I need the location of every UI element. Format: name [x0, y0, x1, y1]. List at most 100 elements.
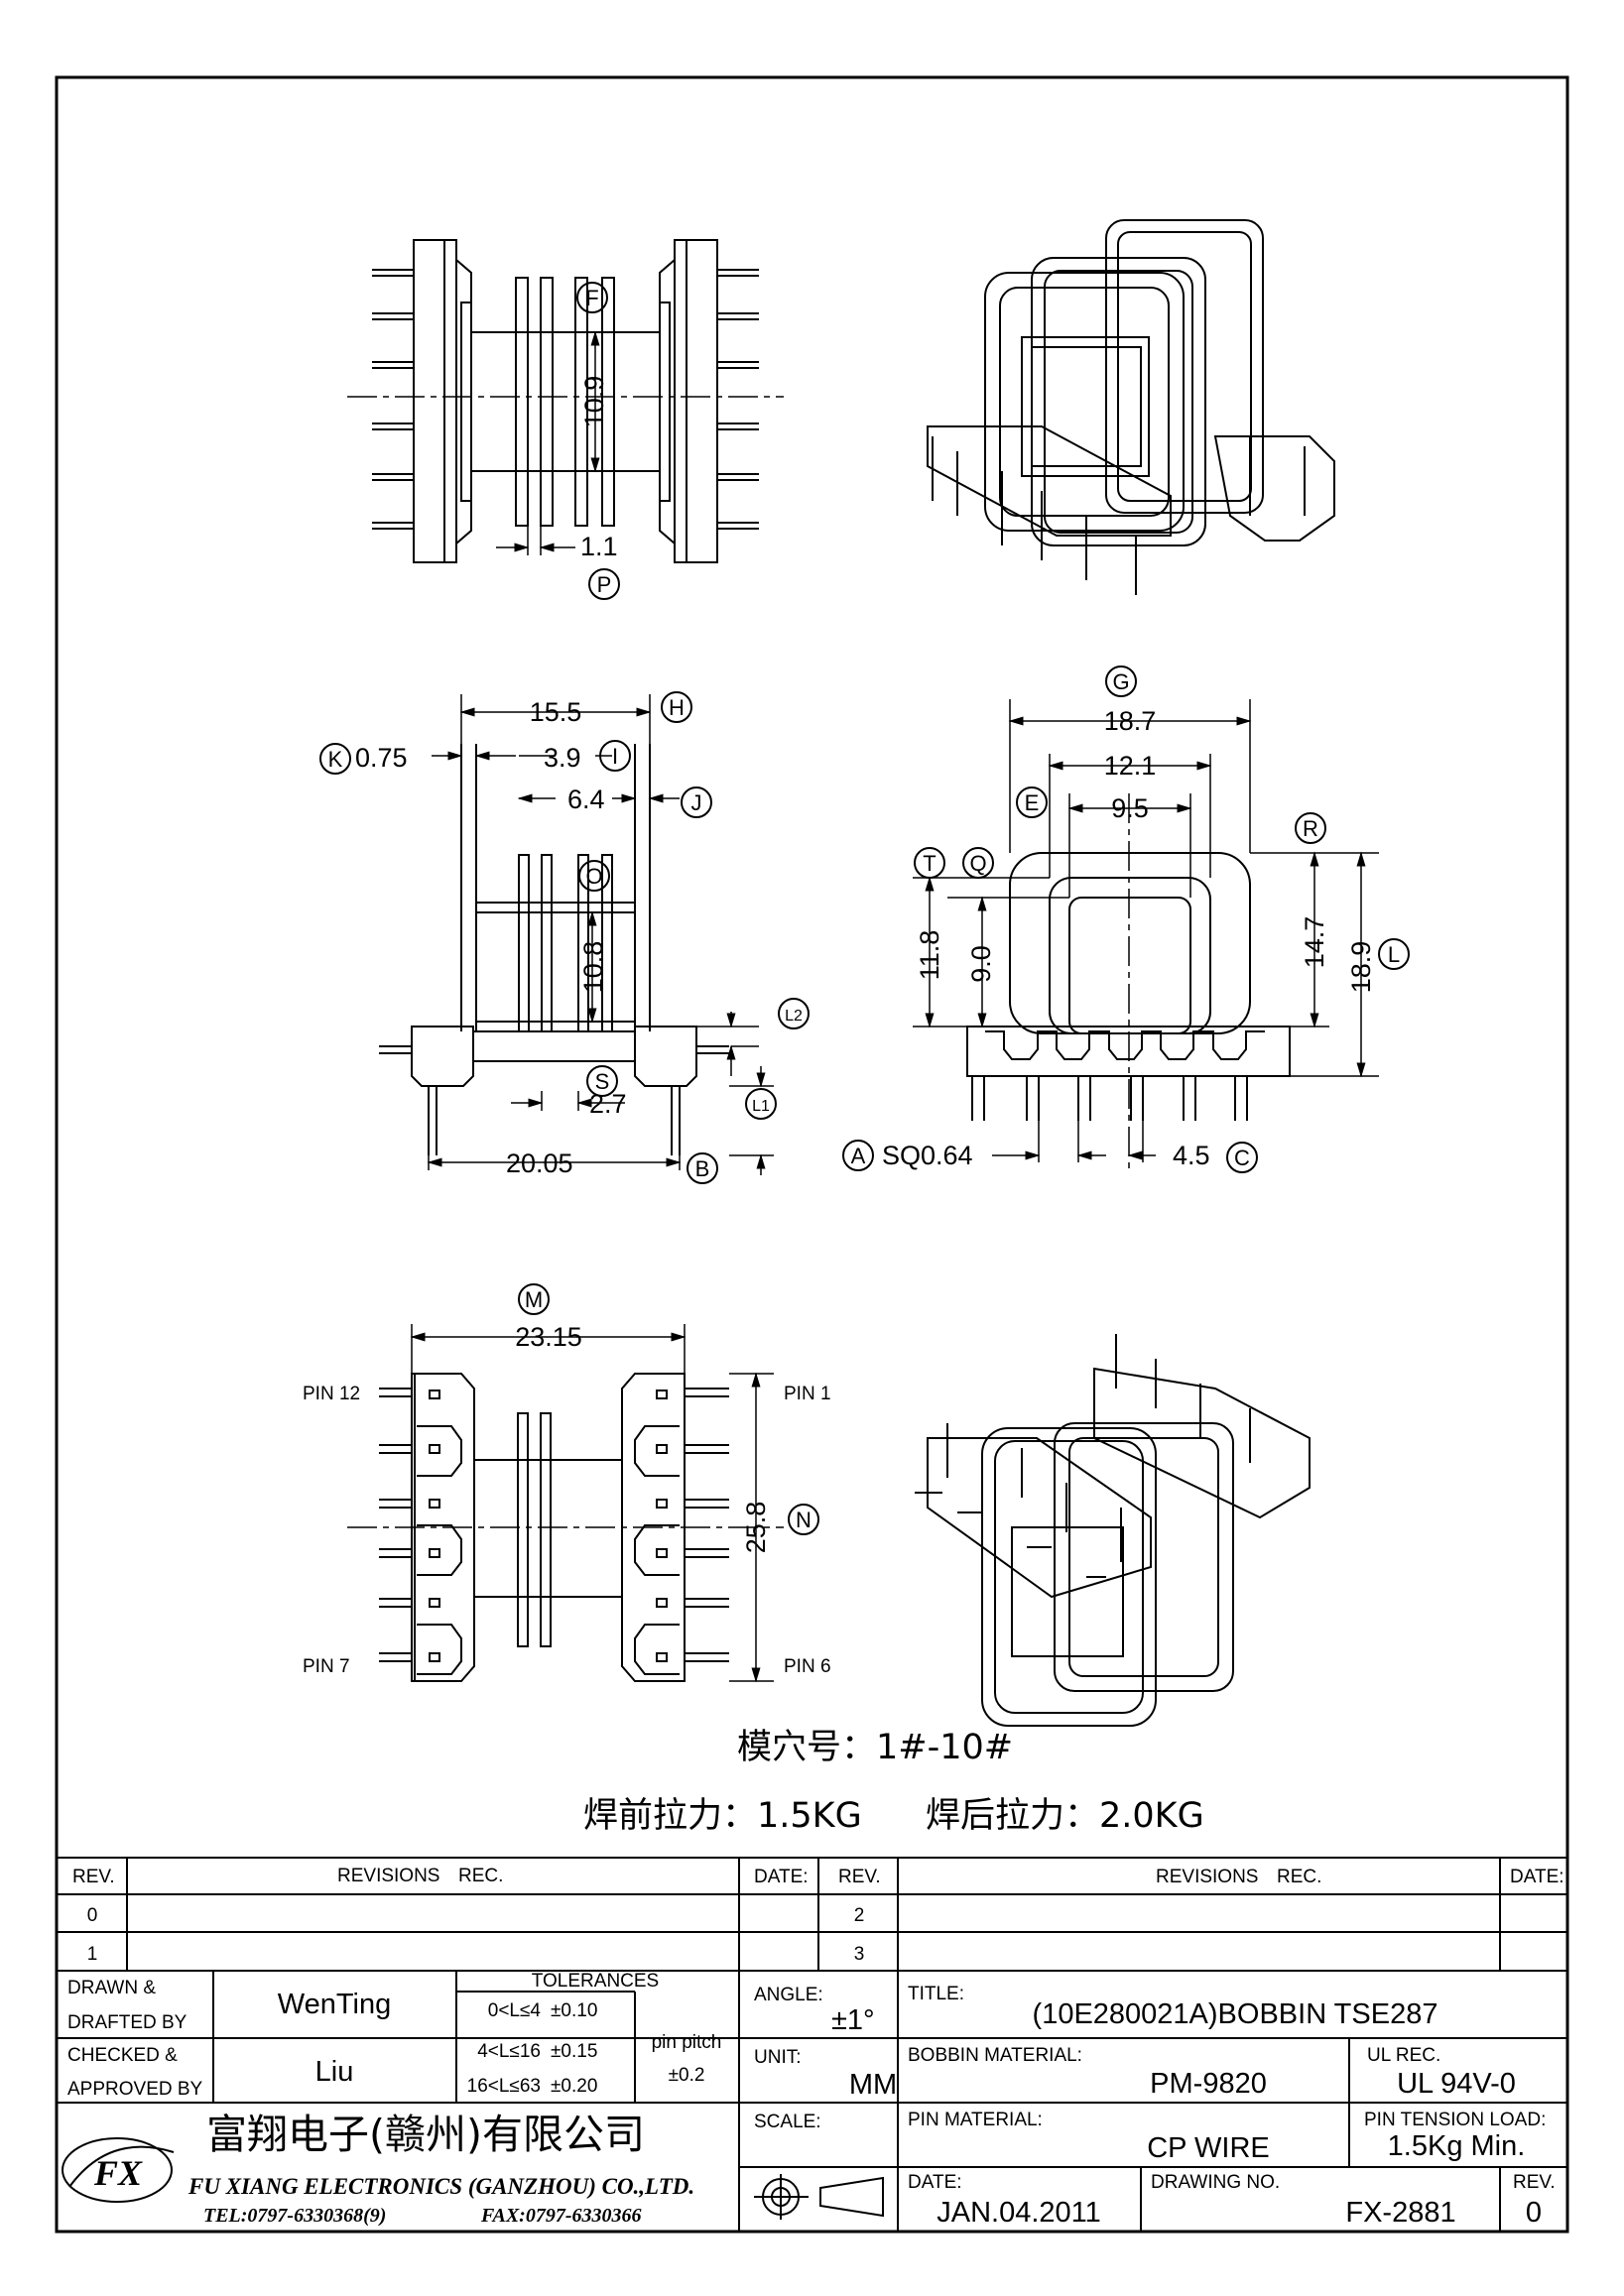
- label-n: N: [796, 1508, 812, 1532]
- side-view: [319, 691, 810, 1184]
- drawing-no-label: DRAWING NO.: [1151, 2172, 1280, 2193]
- label-l: L: [1388, 942, 1400, 967]
- drawn-label-2: DRAFTED BY: [67, 2012, 187, 2033]
- side-dim-15-5: 15.5: [530, 697, 582, 727]
- pin-tension-value: 1.5Kg Min.: [1388, 2130, 1526, 2162]
- title-value: (10E280021A)BOBBIN TSE287: [1033, 1998, 1438, 2030]
- top-dim-1-1: 1.1: [580, 532, 618, 561]
- rev-label: REV.: [1513, 2172, 1556, 2193]
- pin-material-label: PIN MATERIAL:: [908, 2110, 1043, 2130]
- cavity-note: 模穴号：1#-10#: [737, 1728, 1013, 1767]
- front-dim-4-5: 4.5: [1173, 1141, 1210, 1170]
- ul-rec-label: UL REC.: [1367, 2045, 1440, 2066]
- pin-tension-label: PIN TENSION LOAD:: [1364, 2110, 1546, 2130]
- front-dim-18-7: 18.7: [1104, 706, 1157, 736]
- drawing-no-value: FX-2881: [1345, 2197, 1455, 2229]
- bobbin-material-value: PM-9820: [1150, 2068, 1267, 2100]
- side-dim-10-8: 10.8: [578, 941, 608, 994]
- label-f: F: [585, 286, 598, 310]
- date-value: JAN.04.2011: [937, 2197, 1101, 2229]
- pin-12-label: PIN 12: [303, 1384, 360, 1404]
- rev-value: 0: [1526, 2197, 1542, 2229]
- label-b: B: [695, 1156, 710, 1181]
- title-block-grid: [57, 1857, 1567, 2232]
- label-a: A: [851, 1144, 866, 1168]
- ul-rec-value: UL 94V-0: [1397, 2068, 1516, 2100]
- drawn-by-value: WenTing: [278, 1989, 391, 2020]
- logo-fx: FX: [93, 2153, 143, 2193]
- revisions-header-right: REVISIONS: [1156, 1867, 1258, 1887]
- label-q: Q: [969, 851, 986, 876]
- label-k: K: [328, 747, 343, 772]
- rec-header-right: REC.: [1277, 1867, 1321, 1887]
- iso-view-bottom: [915, 1334, 1311, 1727]
- rev-row-3: 3: [854, 1944, 865, 1965]
- pin-1-label: PIN 1: [784, 1384, 831, 1404]
- rev-row-1: 1: [87, 1944, 98, 1965]
- bobbin-material-label: BOBBIN MATERIAL:: [908, 2045, 1082, 2066]
- label-t: T: [923, 851, 936, 876]
- tol-range-1: 0<L≤4: [488, 2000, 542, 2021]
- label-l1: L1: [752, 1098, 770, 1115]
- unit-label: UNIT:: [754, 2047, 802, 2068]
- rev-header-right: REV.: [838, 1867, 881, 1887]
- front-dim-9-0: 9.0: [966, 945, 996, 983]
- tol-range-3: 16<L≤63: [467, 2076, 541, 2097]
- top-view: [347, 239, 784, 600]
- tension-before-note: 焊前拉力：1.5KG: [583, 1796, 862, 1836]
- front-dim-9-5: 9.5: [1111, 793, 1149, 823]
- tol-range-2: 4<L≤16: [477, 2041, 541, 2062]
- company-en: FU XIANG ELECTRONICS (GANZHOU) CO.,LTD.: [187, 2174, 694, 2199]
- checked-by-value: Liu: [315, 2056, 354, 2088]
- tol-value-3: ±0.20: [551, 2076, 597, 2097]
- label-g: G: [1112, 669, 1129, 694]
- checked-label-1: CHECKED &: [67, 2045, 178, 2066]
- side-dim-20-05: 20.05: [506, 1148, 573, 1178]
- scale-label: SCALE:: [754, 2112, 821, 2132]
- date-header-right: DATE:: [1510, 1867, 1564, 1887]
- bottom-view: [347, 1283, 819, 1683]
- revisions-header-left: REVISIONS: [337, 1866, 439, 1886]
- side-dim-2-7: 2.7: [589, 1089, 627, 1119]
- angle-value: ±1°: [831, 2004, 875, 2036]
- front-dim-18-9: 18.9: [1346, 941, 1376, 994]
- tol-value-1: ±0.10: [551, 2000, 597, 2021]
- label-h: H: [669, 695, 685, 720]
- title-label: TITLE:: [908, 1984, 964, 2004]
- label-r: R: [1303, 816, 1318, 841]
- bottom-dim-25-8: 25.8: [741, 1502, 771, 1554]
- pin-7-label: PIN 7: [303, 1656, 350, 1677]
- front-dim-11-8: 11.8: [915, 930, 944, 981]
- label-s: S: [595, 1069, 610, 1094]
- company-tel: TEL:0797-6330368(9): [203, 2205, 386, 2227]
- iso-view-top: [927, 219, 1335, 595]
- label-m: M: [525, 1287, 543, 1312]
- bottom-dim-23-15: 23.15: [515, 1322, 582, 1352]
- company-cn: 富翔电子(赣州)有限公司: [206, 2111, 645, 2158]
- rev-row-0: 0: [87, 1905, 98, 1926]
- label-e: E: [1025, 790, 1040, 815]
- label-c: C: [1234, 1146, 1250, 1170]
- side-dim-3-9: 3.9: [544, 743, 581, 773]
- pin-pitch-value: ±0.2: [669, 2065, 705, 2086]
- side-dim-0-75: 0.75: [355, 743, 408, 773]
- company-fax: FAX:0797-6330366: [480, 2205, 642, 2227]
- top-dim-10-9: 10.9: [579, 376, 609, 428]
- label-j: J: [691, 790, 702, 815]
- front-dim-14-7: 14.7: [1300, 916, 1329, 969]
- unit-value: MM: [849, 2069, 897, 2101]
- checked-label-2: APPROVED BY: [67, 2079, 203, 2100]
- drawn-label-1: DRAWN &: [67, 1978, 156, 1998]
- pin-pitch-label: pin pitch: [652, 2032, 722, 2053]
- tolerances-label: TOLERANCES: [532, 1971, 659, 1992]
- tension-after-note: 焊后拉力：2.0KG: [926, 1796, 1204, 1836]
- front-dim-sq0-64: SQ0.64: [882, 1141, 973, 1170]
- label-o: O: [585, 864, 602, 889]
- side-dim-6-4: 6.4: [567, 785, 605, 814]
- rev-header-left: REV.: [72, 1867, 115, 1887]
- drawing-border: [55, 75, 1569, 2234]
- rev-row-2: 2: [854, 1905, 865, 1926]
- label-i: I: [612, 744, 618, 769]
- rec-header-left: REC.: [458, 1866, 503, 1886]
- date-header-left: DATE:: [754, 1867, 809, 1887]
